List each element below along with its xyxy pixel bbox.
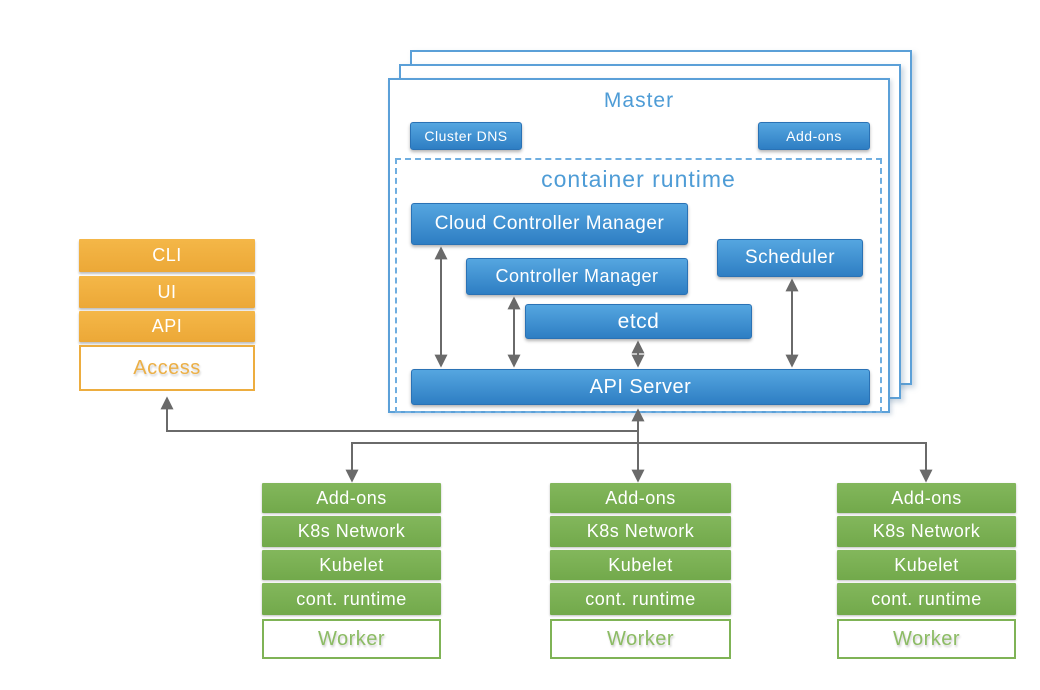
worker2-container-runtime-box: cont. runtime — [550, 583, 731, 615]
access-label-box: Access — [79, 345, 255, 391]
worker3-k8s-network-box: K8s Network — [837, 516, 1016, 547]
worker2-addons-box: Add-ons — [550, 483, 731, 513]
cluster-dns-box: Cluster DNS — [410, 122, 522, 150]
cloud-controller-manager-box: Cloud Controller Manager — [411, 203, 688, 245]
worker3-addons-box: Add-ons — [837, 483, 1016, 513]
access-api-box: API — [79, 311, 255, 342]
master-panel: Master Cluster DNS Add-ons container run… — [388, 78, 890, 413]
scheduler-box: Scheduler — [717, 239, 863, 277]
access-cli-box: CLI — [79, 239, 255, 272]
controller-manager-box: Controller Manager — [466, 258, 688, 295]
worker3-container-runtime-box: cont. runtime — [837, 583, 1016, 615]
worker1-addons-box: Add-ons — [262, 483, 441, 513]
worker3-label-box: Worker — [837, 619, 1016, 659]
worker-node-1: Add-ons K8s Network Kubelet cont. runtim… — [262, 483, 441, 659]
access-ui-box: UI — [79, 276, 255, 308]
worker-node-3: Add-ons K8s Network Kubelet cont. runtim… — [837, 483, 1016, 659]
container-runtime-title: container runtime — [541, 166, 736, 192]
worker-node-2: Add-ons K8s Network Kubelet cont. runtim… — [550, 483, 731, 659]
access-stack: CLI UI API Access — [79, 239, 255, 391]
worker3-kubelet-box: Kubelet — [837, 550, 1016, 580]
master-addons-box: Add-ons — [758, 122, 870, 150]
worker1-kubelet-box: Kubelet — [262, 550, 441, 580]
master-title: Master — [603, 89, 675, 112]
worker1-k8s-network-box: K8s Network — [262, 516, 441, 547]
worker2-label-box: Worker — [550, 619, 731, 659]
worker2-kubelet-box: Kubelet — [550, 550, 731, 580]
worker1-label-box: Worker — [262, 619, 441, 659]
container-runtime-region: container runtime Cloud Controller Manag… — [395, 158, 882, 413]
arrow-apiserver-workers — [345, 442, 933, 483]
worker2-k8s-network-box: K8s Network — [550, 516, 731, 547]
worker1-container-runtime-box: cont. runtime — [262, 583, 441, 615]
api-server-box: API Server — [411, 369, 870, 405]
etcd-box: etcd — [525, 304, 752, 339]
